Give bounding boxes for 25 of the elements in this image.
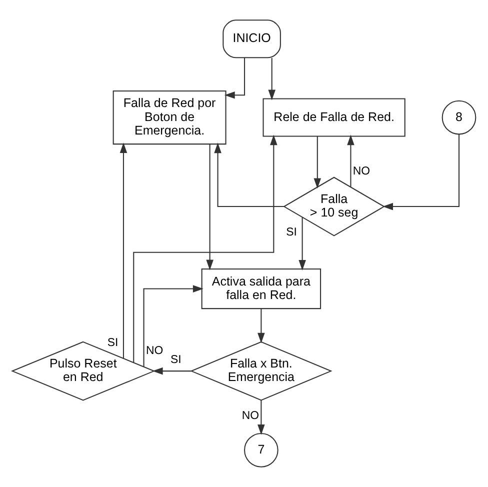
arrow: [120, 142, 128, 358]
node-box: Activa salida para falla en Red.: [201, 268, 322, 310]
arrow: [143, 285, 204, 367]
node-diamond: Falla x Btn. Emergencia: [190, 341, 332, 401]
node-box: INICIO: [222, 20, 281, 58]
node-box: Rele de Falla de Red.: [262, 98, 406, 137]
edge-label: SI: [170, 354, 182, 366]
node-box: Falla de Red por Boton de Emergencia.: [112, 90, 226, 145]
arrow: [133, 134, 278, 362]
arrow: [258, 400, 265, 435]
node-circle: 8: [442, 100, 476, 135]
node-circle: 7: [244, 433, 278, 468]
edge-label: NO: [352, 165, 370, 178]
arrow: [206, 144, 214, 270]
arrow: [258, 308, 265, 344]
edge-label: NO: [242, 410, 260, 422]
arrow: [268, 58, 276, 100]
arrow: [382, 134, 460, 210]
edge-label: SI: [286, 226, 297, 239]
arrow: [224, 58, 246, 99]
arrow: [314, 136, 322, 189]
arrow: [298, 217, 306, 270]
arrow: [214, 142, 284, 208]
arrow: [347, 134, 354, 187]
arrow: [152, 367, 192, 375]
